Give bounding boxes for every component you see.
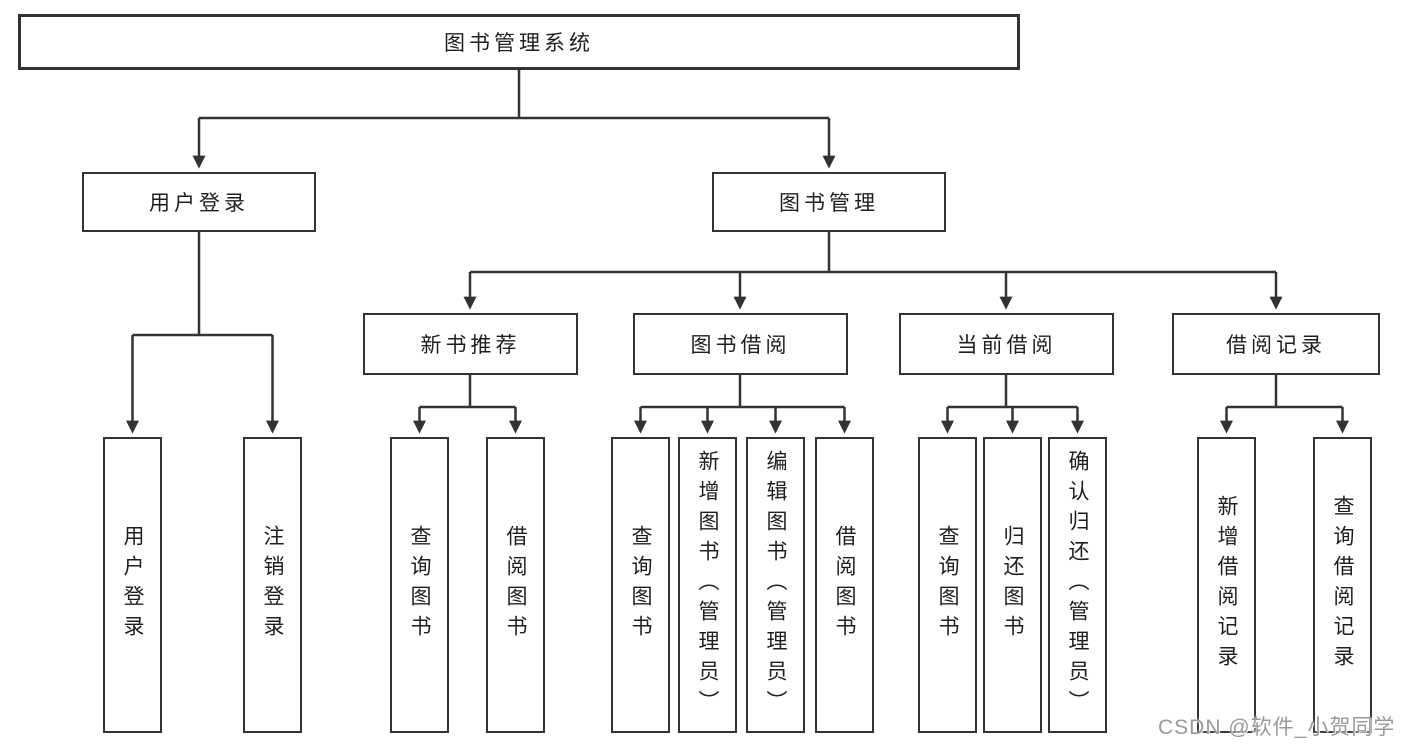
leaf-label: 新增图书（管理员）: [696, 450, 719, 720]
leaf-label: 确认归还（管理员）: [1066, 450, 1089, 720]
csdn-watermark: CSDN @软件_小贺同学: [1158, 716, 1396, 739]
new-book-recommend-subtree-lines: [413, 375, 522, 434]
book-borrow-subtree-lines: [634, 375, 851, 434]
leaf-label: 编辑图书（管理员）: [764, 450, 787, 720]
leaf-label: 查询图书: [936, 525, 959, 645]
leaf-cb-return-book: 归还图书: [983, 437, 1042, 733]
node-label: 图书管理: [779, 192, 879, 215]
root-subtree-lines: [192, 70, 836, 169]
node-label: 图书管理系统: [444, 32, 594, 55]
leaf-label: 归还图书: [1001, 525, 1024, 645]
user-login-subtree-lines: [126, 232, 279, 434]
leaf-label: 新增借阅记录: [1215, 495, 1238, 675]
leaf-label: 注销登录: [261, 525, 284, 645]
leaf-label: 查询借阅记录: [1331, 495, 1354, 675]
node-label: 用户登录: [149, 192, 249, 215]
leaf-bb-add-book: 新增图书（管理员）: [678, 437, 737, 733]
leaf-cb-query-book: 查询图书: [918, 437, 977, 733]
node-library-management-system: 图书管理系统: [18, 14, 1020, 70]
node-label: 借阅记录: [1226, 334, 1326, 357]
node-new-book-recommend: 新书推荐: [363, 313, 578, 375]
node-label: 当前借阅: [956, 334, 1057, 357]
node-label: 新书推荐: [420, 334, 521, 357]
leaf-label: 借阅图书: [504, 525, 527, 645]
leaf-nbr-borrow-book: 借阅图书: [486, 437, 545, 733]
leaf-label: 用户登录: [121, 525, 144, 645]
leaf-label: 查询图书: [629, 525, 652, 645]
node-user-login: 用户登录: [82, 172, 316, 232]
leaf-br-add-record: 新增借阅记录: [1197, 437, 1256, 733]
borrow-record-subtree-lines: [1220, 375, 1349, 434]
leaf-label: 借阅图书: [833, 525, 856, 645]
node-borrow-record: 借阅记录: [1172, 313, 1380, 375]
node-current-borrow: 当前借阅: [899, 313, 1114, 375]
node-label: 图书借阅: [690, 334, 791, 357]
leaf-logout: 注销登录: [243, 437, 302, 733]
leaf-cb-confirm-return: 确认归还（管理员）: [1048, 437, 1107, 733]
leaf-bb-query-book: 查询图书: [611, 437, 670, 733]
node-book-borrow: 图书借阅: [633, 313, 848, 375]
book-management-subtree-lines: [463, 232, 1283, 310]
leaf-bb-borrow-book: 借阅图书: [815, 437, 874, 733]
leaf-br-query-record: 查询借阅记录: [1313, 437, 1372, 733]
leaf-user-login: 用户登录: [103, 437, 162, 733]
leaf-bb-edit-book: 编辑图书（管理员）: [746, 437, 805, 733]
node-book-management: 图书管理: [712, 172, 946, 232]
current-borrow-subtree-lines: [941, 375, 1084, 434]
leaf-nbr-query-book: 查询图书: [390, 437, 449, 733]
leaf-label: 查询图书: [408, 525, 431, 645]
